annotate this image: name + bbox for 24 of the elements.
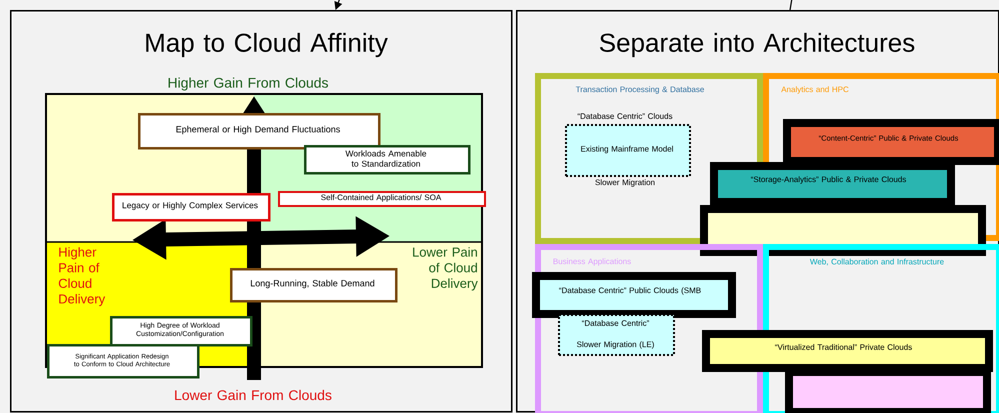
group-title: Business Applications (554, 258, 631, 266)
box-text: “Storage-Analytics” Public & Private Clouds (751, 176, 906, 184)
axis-label: Higher Pain of Cloud Delivery (58, 247, 106, 306)
box-text: “Database Centric” Public Clouds (SMB (559, 287, 701, 295)
box-text: Slower Migration (LE) (576, 341, 654, 349)
box-text: “Database Centric” (582, 320, 649, 326)
group-title: Transaction Processing & Database (576, 86, 704, 94)
panel-title: Separate into Architectures (600, 32, 914, 58)
axis-label: Higher Gain From Clouds (168, 77, 328, 91)
box-text: Ephemeral or High Demand Fluctuations (176, 126, 340, 134)
box-text: Self-Contained Applications/ SOA (321, 194, 442, 202)
axis-label: Lower Gain From Clouds (175, 390, 332, 400)
box-text: “Virtualized Traditional” Private Clouds (775, 344, 912, 350)
group-title: Analytics and HPC (781, 86, 848, 94)
box-text: Legacy or Highly Complex Services (122, 202, 258, 210)
box-text: “Database Centric” Clouds (578, 113, 672, 119)
box-text: Slower Migration (595, 179, 654, 187)
panel-title: Map to Cloud Affinity (146, 32, 388, 58)
group-title: Web, Collaboration and Infrastructure (810, 258, 944, 266)
box-text: Existing Mainframe Model (581, 146, 673, 154)
box-text: Long-Running, Stable Demand (250, 280, 374, 288)
axis-label: Lower Pain of Cloud Delivery (413, 247, 478, 291)
box-text: Workloads Amenable to Standardization (345, 150, 426, 167)
connector-line (789, 0, 793, 10)
